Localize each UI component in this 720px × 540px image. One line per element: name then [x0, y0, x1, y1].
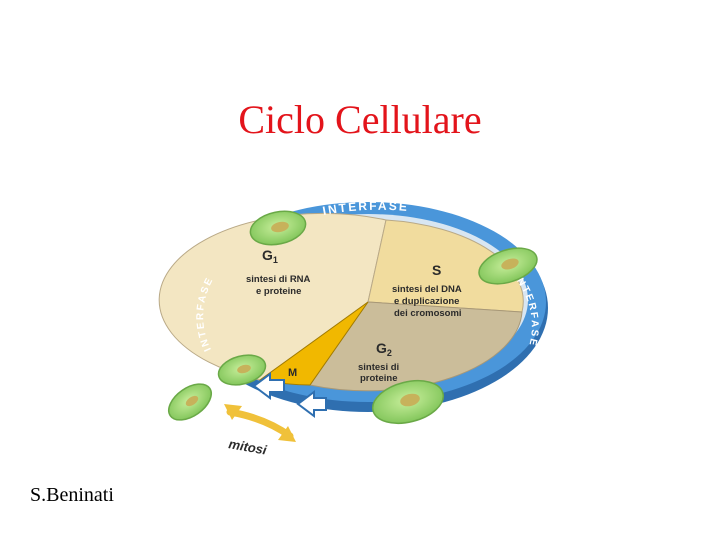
s-desc-3: dei cromosomi: [394, 308, 462, 319]
author-credit: S.Beninati: [30, 484, 114, 506]
s-desc-1: sintesi del DNA: [392, 284, 462, 295]
mitosis-label: mitosi: [227, 436, 268, 457]
cell-right: [478, 247, 538, 285]
g1-desc-2: e proteine: [256, 286, 301, 297]
g2-label: G2: [376, 340, 392, 358]
g1-desc-1: sintesi di RNA: [246, 274, 311, 285]
cell-left-upper: [217, 354, 267, 386]
cell-top: [249, 210, 307, 246]
m-label: M: [288, 367, 297, 379]
slide-title: Ciclo Cellulare: [238, 97, 482, 142]
ring-arrow-left-icon: [252, 372, 285, 400]
g1-label: G1: [262, 247, 278, 265]
g1-sector: [158, 212, 387, 381]
g2-sector: [309, 301, 523, 392]
cell-cycle-svg: INTERFASE INTERFASE INTERFASE G1 sintesi…: [158, 199, 548, 458]
mitosis-arrow-icon: [224, 404, 296, 442]
s-desc-2: e duplicazione: [394, 296, 459, 307]
cell-cycle-diagram: INTERFASE INTERFASE INTERFASE G1 sintesi…: [150, 190, 560, 465]
cell-bottom-right: [371, 379, 445, 425]
ring-arrow-bottom-icon: [296, 390, 327, 418]
g2-desc-1: sintesi di: [358, 362, 399, 373]
cell-left-lower: [168, 383, 212, 421]
cycle-pie: [158, 212, 524, 392]
g2-desc-2: proteine: [360, 373, 397, 384]
s-label: S: [432, 262, 441, 278]
s-sector: [367, 219, 524, 313]
